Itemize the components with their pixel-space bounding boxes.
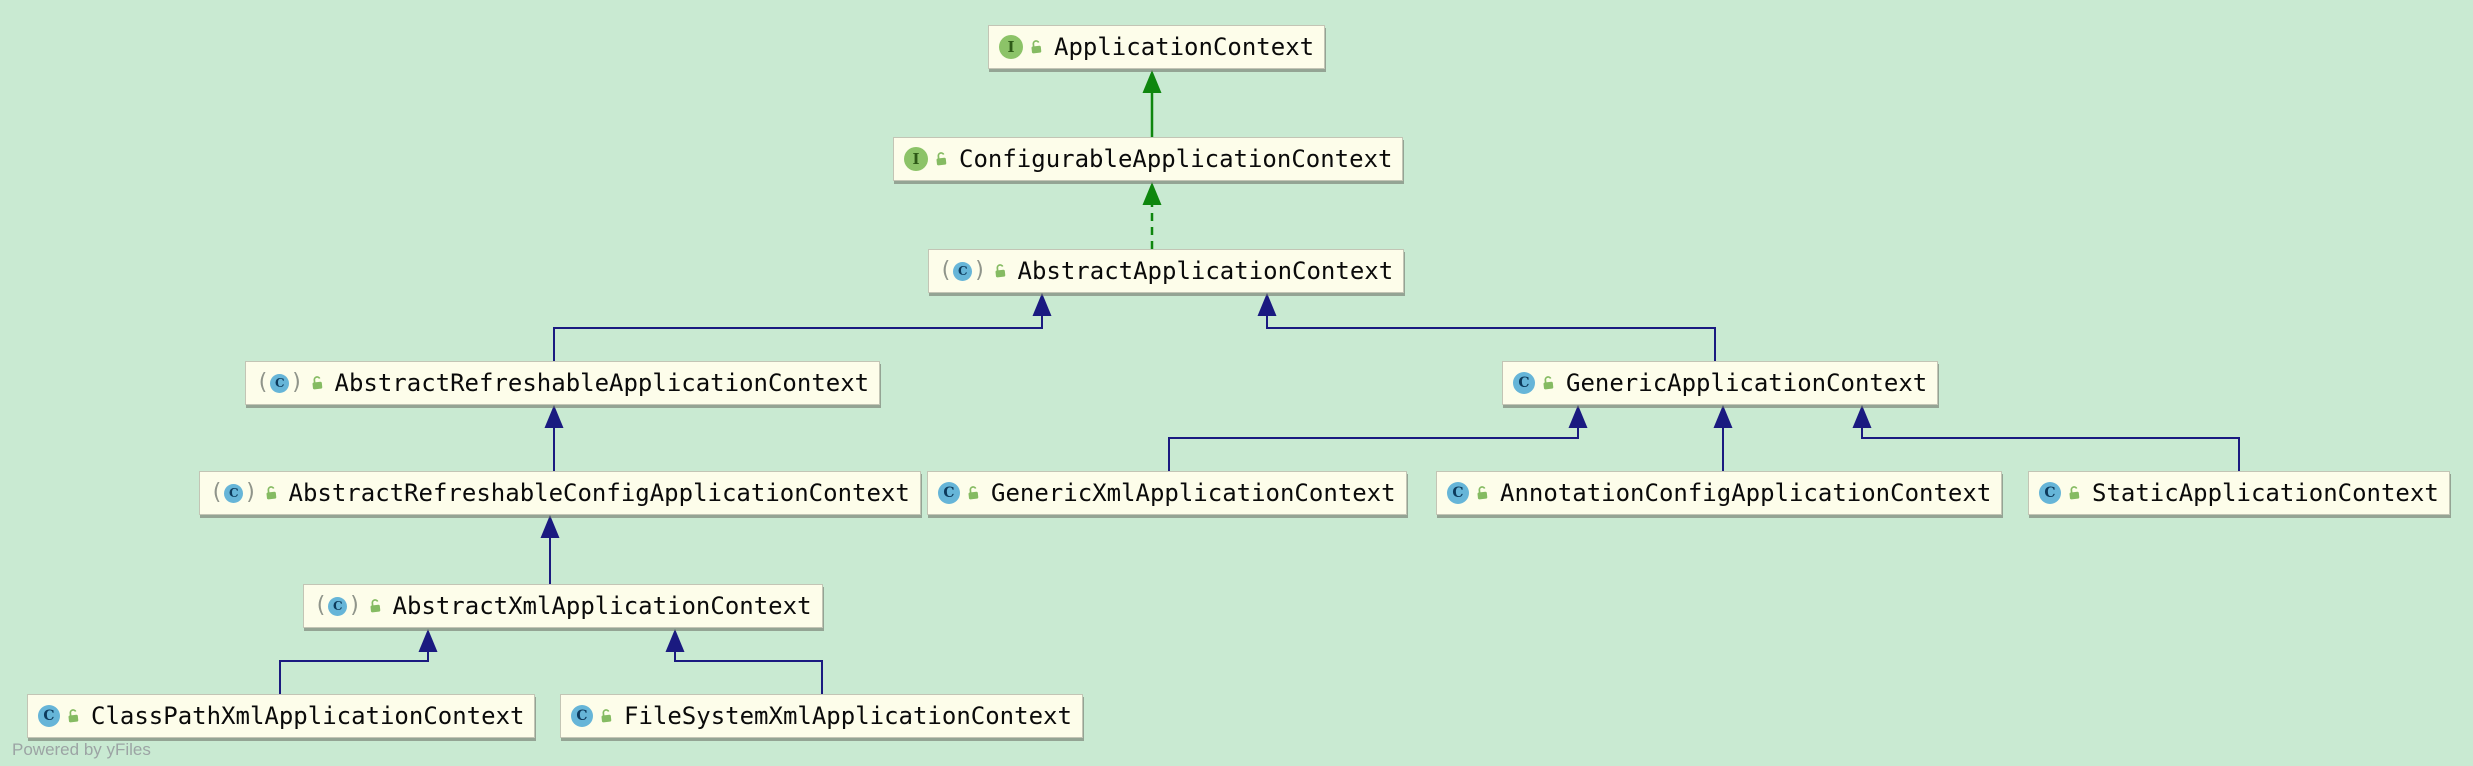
- class-node-abstractapplicationcontext[interactable]: (C) AbstractApplicationContext: [928, 249, 1405, 293]
- public-lock-icon: [367, 597, 384, 614]
- edge-GenericXmlApplicationContext-to-GenericApplicationContext: [1168, 405, 1588, 471]
- edge-AnnotationConfigApplicationContext-to-GenericApplicationContext: [1713, 405, 1733, 471]
- public-lock-icon: [1028, 38, 1045, 55]
- edge-AbstractApplicationContext-to-ConfigurableApplicationContext: [1142, 182, 1162, 249]
- public-lock-icon: [2066, 484, 2083, 501]
- class-name-label: AbstractRefreshableApplicationContext: [334, 369, 870, 397]
- public-lock-icon: [1540, 374, 1557, 391]
- class-name-label: ApplicationContext: [1054, 33, 1315, 61]
- abstract-class-icon: (C): [256, 370, 304, 395]
- class-name-label: ClassPathXmlApplicationContext: [91, 702, 525, 730]
- edge-ClassPathXmlApplicationContext-to-AbstractXmlApplicationContext: [279, 629, 438, 694]
- class-node-genericxmlapplicationcontext[interactable]: C GenericXmlApplicationContext: [927, 471, 1407, 515]
- edge-AbstractXmlApplicationContext-to-AbstractRefreshableConfigApplicationContext: [540, 515, 560, 584]
- public-lock-icon: [65, 707, 82, 724]
- edge-AbstractRefreshableConfigApplicationContext-to-AbstractRefreshableApplicationContext: [544, 405, 564, 471]
- class-node-annotationconfigapplicationcontext[interactable]: C AnnotationConfigApplicationContext: [1436, 471, 2003, 515]
- class-icon: C: [1447, 482, 1469, 504]
- class-name-label: AbstractApplicationContext: [1017, 257, 1394, 285]
- public-lock-icon: [965, 484, 982, 501]
- class-node-applicationcontext[interactable]: I ApplicationContext: [988, 25, 1326, 69]
- class-name-label: GenericXmlApplicationContext: [991, 479, 1396, 507]
- class-icon: C: [38, 705, 60, 727]
- public-lock-icon: [1474, 484, 1491, 501]
- class-name-label: ConfigurableApplicationContext: [959, 145, 1393, 173]
- edge-GenericApplicationContext-to-AbstractApplicationContext: [1257, 293, 1716, 361]
- edge-FileSystemXmlApplicationContext-to-AbstractXmlApplicationContext: [665, 629, 823, 694]
- class-icon: C: [938, 482, 960, 504]
- yfiles-watermark: Powered by yFiles: [12, 740, 151, 759]
- class-icon: C: [571, 705, 593, 727]
- public-lock-icon: [933, 150, 950, 167]
- class-node-abstractrefreshableapplicationcontext[interactable]: (C) AbstractRefreshableApplicationContex…: [245, 361, 881, 405]
- class-icon: C: [2039, 482, 2061, 504]
- abstract-class-icon: (C): [314, 593, 362, 618]
- class-node-abstractrefreshableconfigapplicationcontext[interactable]: (C) AbstractRefreshableConfigApplication…: [199, 471, 921, 515]
- class-name-label: AnnotationConfigApplicationContext: [1500, 479, 1992, 507]
- class-node-abstractxmlapplicationcontext[interactable]: (C) AbstractXmlApplicationContext: [303, 584, 823, 628]
- public-lock-icon: [598, 707, 615, 724]
- class-name-label: StaticApplicationContext: [2092, 479, 2439, 507]
- class-icon: C: [1513, 372, 1535, 394]
- public-lock-icon: [309, 374, 326, 391]
- abstract-class-icon: (C): [210, 480, 258, 505]
- class-name-label: GenericApplicationContext: [1566, 369, 1928, 397]
- class-node-genericapplicationcontext[interactable]: C GenericApplicationContext: [1502, 361, 1939, 405]
- class-name-label: AbstractXmlApplicationContext: [392, 592, 812, 620]
- class-node-configurableapplicationcontext[interactable]: I ConfigurableApplicationContext: [893, 137, 1404, 181]
- class-name-label: FileSystemXmlApplicationContext: [624, 702, 1072, 730]
- class-node-filesystemxmlapplicationcontext[interactable]: C FileSystemXmlApplicationContext: [560, 694, 1083, 738]
- abstract-class-icon: (C): [939, 258, 987, 283]
- public-lock-icon: [263, 484, 280, 501]
- class-name-label: AbstractRefreshableConfigApplicationCont…: [288, 479, 910, 507]
- edge-AbstractRefreshableApplicationContext-to-AbstractApplicationContext: [553, 293, 1052, 361]
- edge-StaticApplicationContext-to-GenericApplicationContext: [1852, 405, 2240, 471]
- public-lock-icon: [992, 262, 1009, 279]
- interface-icon: I: [904, 147, 928, 171]
- class-node-classpathxmlapplicationcontext[interactable]: C ClassPathXmlApplicationContext: [27, 694, 536, 738]
- edge-ConfigurableApplicationContext-to-ApplicationContext: [1142, 70, 1162, 137]
- class-node-staticapplicationcontext[interactable]: C StaticApplicationContext: [2028, 471, 2450, 515]
- interface-icon: I: [999, 35, 1023, 59]
